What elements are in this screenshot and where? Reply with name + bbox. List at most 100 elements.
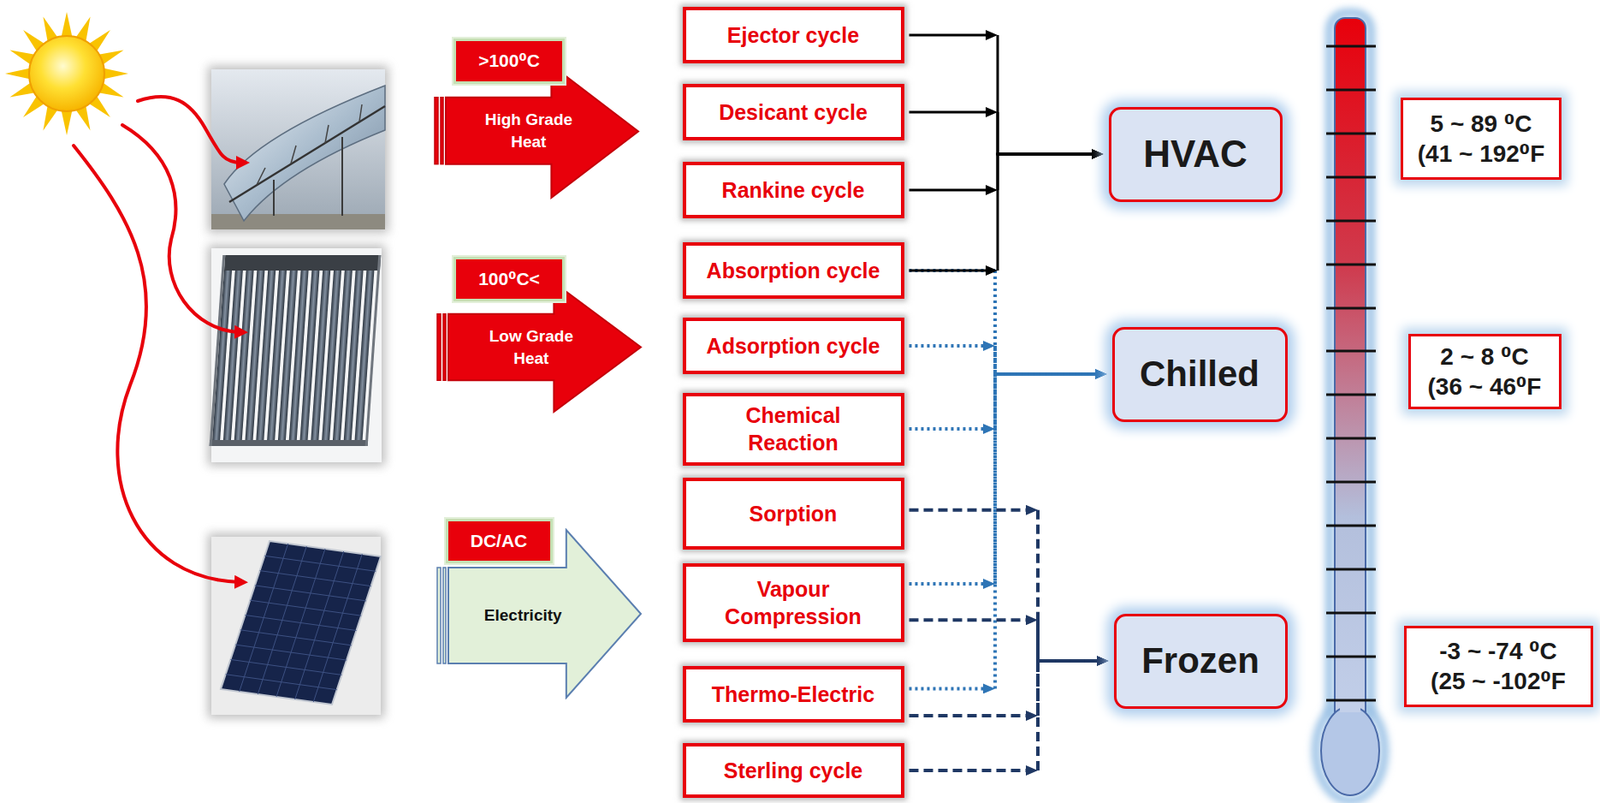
connector-trunk — [1037, 660, 1101, 771]
label-text: Sorption — [749, 499, 838, 528]
temperature-range-box: 2 ~ 8 ⁰C(36 ~ 46⁰F — [1408, 333, 1562, 409]
arrow-stripe — [434, 97, 439, 165]
connector-branch — [909, 189, 990, 192]
label-text: HVAC — [1143, 131, 1247, 178]
connector-branch — [909, 617, 1031, 622]
connector-trunk — [1037, 619, 1101, 661]
connector-branch — [909, 508, 1031, 512]
temperature-tag: DC/AC — [445, 518, 553, 563]
label-text: -3 ~ -74 ⁰C — [1439, 635, 1558, 666]
label-text: (25 ~ -102⁰F — [1430, 665, 1566, 696]
arrow-body — [448, 282, 641, 412]
arrow-body — [445, 65, 639, 198]
flow-connector — [909, 154, 1096, 271]
cycle-box: Vapour Compression — [682, 562, 905, 642]
label-text: Chemical Reaction — [707, 401, 879, 457]
arrow-label-area: Electricity — [458, 567, 587, 664]
connector-branch — [909, 768, 1031, 772]
cycle-box: Sterling cycle — [682, 742, 905, 798]
connector-trunk — [1037, 660, 1101, 716]
application-box: HVAC — [1108, 106, 1283, 202]
cycle-box: Adsorption cycle — [682, 317, 905, 374]
connector-branch — [909, 581, 988, 586]
arrow-label-area: Low Grade Heat — [476, 314, 587, 381]
label-text: Adsorption cycle — [706, 331, 881, 361]
arrow-stripe — [437, 567, 441, 664]
cycle-box: Ejector cycle — [682, 6, 905, 64]
flow-connector — [909, 270, 1099, 374]
cycle-box: Thermo-Electric — [682, 665, 905, 723]
flow-connector — [909, 619, 1101, 661]
connector-branch — [909, 268, 996, 273]
connector-branch — [909, 269, 990, 273]
arrow-stripe — [437, 314, 441, 381]
connector-trunk — [997, 154, 1096, 271]
connector-trunk — [995, 373, 1099, 429]
sunlight-arrow — [73, 96, 242, 582]
cycle-box: Sorption — [682, 477, 905, 550]
arrow-body — [448, 529, 641, 698]
connector-branch — [909, 343, 988, 348]
arrow-label-area: High Grade Heat — [474, 97, 584, 165]
application-box: Chilled — [1112, 326, 1288, 422]
evacuated-tube-photo — [209, 248, 382, 463]
label-text: (36 ~ 46⁰F — [1428, 371, 1542, 402]
cycle-box: Chemical Reaction — [682, 392, 905, 466]
label-text: Ejector cycle — [727, 21, 860, 50]
connector-branch — [909, 111, 990, 114]
thermometer — [1315, 12, 1385, 800]
label-text: >100⁰C — [478, 49, 540, 72]
connector-trunk — [997, 35, 1096, 155]
connector-trunk — [995, 373, 1099, 584]
arrow-stripe — [443, 314, 446, 381]
flow-connector — [909, 373, 1099, 584]
flow-connector — [909, 660, 1101, 716]
cycle-box: Desicant cycle — [682, 83, 905, 141]
connector-trunk — [997, 112, 1096, 155]
label-text: Electricity — [484, 604, 563, 627]
temperature-range-box: 5 ~ 89 ⁰C(41 ~ 192⁰F — [1400, 97, 1562, 180]
connector-branch — [909, 34, 990, 37]
pv-panel-photo — [211, 536, 381, 715]
connector-trunk — [995, 345, 1099, 374]
connector-trunk — [995, 270, 1099, 374]
label-text: Frozen — [1141, 639, 1260, 682]
label-text: Low Grade Heat — [476, 325, 587, 369]
label-text: Sterling cycle — [723, 756, 864, 785]
parabolic-trough-photo — [211, 69, 386, 230]
label-text: Desicant cycle — [718, 98, 868, 127]
flow-connector — [909, 35, 1096, 155]
temperature-range-box: -3 ~ -74 ⁰C(25 ~ -102⁰F — [1404, 625, 1594, 707]
connector-trunk — [995, 373, 1099, 688]
label-text: Absorption cycle — [706, 256, 881, 285]
label-text: Rankine cycle — [722, 176, 866, 205]
label-text: DC/AC — [470, 529, 528, 552]
flow-connector — [909, 373, 1099, 688]
arrow-stripe — [443, 567, 446, 664]
flow-connector — [909, 660, 1101, 771]
flow-connector — [909, 112, 1096, 155]
connector-branch — [909, 686, 988, 690]
temperature-tag: >100⁰C — [453, 38, 565, 84]
temperature-tag: 100⁰C< — [453, 256, 565, 302]
label-text: High Grade Heat — [474, 108, 584, 153]
flow-connector — [909, 373, 1099, 429]
connector-branch — [909, 713, 1031, 718]
sun — [5, 11, 129, 136]
arrow-stripe — [440, 97, 444, 165]
energy-arrow: High Grade Heat — [433, 63, 640, 200]
flow-connector — [909, 345, 1099, 374]
label-text: 2 ~ 8 ⁰C — [1440, 341, 1529, 372]
application-box: Frozen — [1114, 613, 1288, 709]
flow-connector — [909, 509, 1101, 661]
cycle-box: Absorption cycle — [682, 242, 905, 299]
connector-trunk — [1037, 509, 1101, 661]
cycle-box: Rankine cycle — [682, 161, 905, 219]
label-text: (41 ~ 192⁰F — [1417, 138, 1545, 169]
flow-connector — [909, 154, 1096, 190]
label-text: Vapour Compression — [707, 574, 879, 631]
label-text: 5 ~ 89 ⁰C — [1430, 108, 1533, 139]
connector-trunk — [997, 154, 1096, 190]
